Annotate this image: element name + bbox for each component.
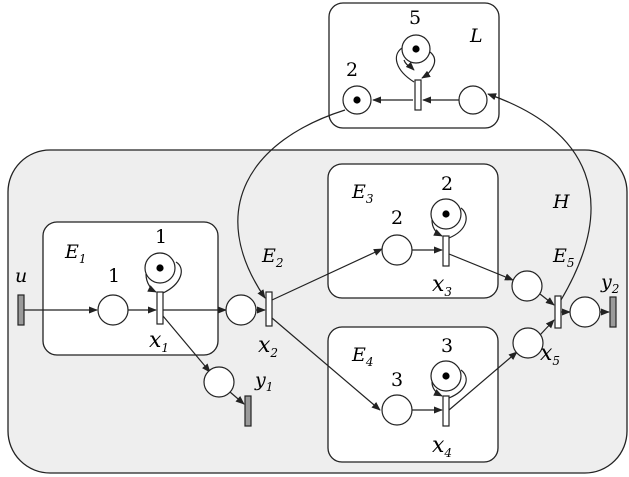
weight-e1-place: 1: [108, 265, 120, 287]
region-h-label: H: [552, 191, 570, 213]
weight-e3-top: 2: [441, 173, 453, 195]
arc-e3-loop-out: [448, 207, 467, 239]
arc-x3-to-e5: [448, 253, 514, 281]
place-e3-input: [381, 234, 413, 266]
arc-e1-loop-out: [162, 261, 182, 294]
transition-x4-label: x4: [432, 433, 452, 460]
place-e4-input: [381, 394, 413, 426]
place-e1-input: [97, 294, 129, 326]
region-e1: [42, 221, 219, 356]
transition-x1-label: x1: [149, 328, 169, 355]
arc-x4-to-e5: [448, 351, 518, 411]
region-l-label: L: [469, 25, 483, 47]
transition-x4: [442, 395, 450, 427]
weight-e4-top: 3: [441, 335, 453, 357]
arc-e4-loop-in: [431, 381, 443, 397]
region-e4: [327, 326, 499, 463]
place-l-input: [458, 85, 488, 115]
region-e5-label: E5: [552, 245, 575, 270]
transition-x3: [442, 235, 450, 267]
arc-y1place-to-y1: [229, 391, 245, 405]
arc-x1-to-y1place: [162, 315, 211, 373]
arc-x2-to-e3: [271, 248, 383, 301]
weight-e4-place: 3: [391, 369, 403, 391]
place-e2: [225, 294, 257, 326]
place-e5-upper: [511, 270, 543, 302]
transition-l: [414, 79, 422, 111]
region-e4-label: E4: [351, 344, 374, 369]
arc-x2-to-e4: [271, 317, 381, 411]
arc-x5-to-l: [487, 93, 592, 301]
place-output: [569, 296, 601, 328]
arc-l-loop-in2: [403, 59, 415, 71]
transition-x1: [156, 291, 164, 325]
place-e5-lower: [512, 327, 544, 359]
transition-x2: [265, 291, 273, 327]
weight-l-top: 5: [409, 7, 421, 29]
transition-y2-label: y2: [600, 271, 619, 296]
region-e3-label: E3: [351, 181, 374, 206]
transition-x3-label: x3: [432, 272, 452, 299]
arc-e3-loop-in: [431, 219, 443, 237]
transition-x5: [554, 295, 562, 329]
weight-e3-place: 2: [391, 207, 403, 229]
token-e1-counter: [156, 264, 164, 272]
token-l-output: [353, 96, 361, 104]
token-l-counter: [412, 45, 420, 53]
arc-l-loop-out: [395, 47, 415, 83]
arc-e4-loop-out: [448, 369, 467, 399]
transition-u: [17, 294, 25, 326]
weight-l-place: 2: [346, 59, 358, 81]
arc-e1-loop-in: [145, 273, 157, 293]
arc-e5up-to-x5: [539, 293, 555, 306]
transition-y1: [244, 395, 252, 427]
arc-l-loop-in: [421, 51, 436, 79]
token-e4-counter: [442, 372, 450, 380]
token-e3-counter: [442, 210, 450, 218]
transition-y2: [609, 296, 617, 328]
transition-x5-label: x5: [540, 341, 560, 368]
transition-x2-label: x2: [258, 333, 278, 360]
region-e3: [327, 163, 499, 299]
weight-e1-top: 1: [155, 226, 167, 248]
region-e1-label: E1: [64, 241, 87, 266]
arc-l-to-x2: [237, 109, 346, 299]
arc-e5low-to-x5: [539, 319, 555, 336]
transition-u-label: u: [15, 265, 27, 287]
place-y1: [203, 366, 235, 398]
region-e2-label: E2: [261, 245, 284, 270]
transition-y1-label: y1: [254, 369, 273, 394]
